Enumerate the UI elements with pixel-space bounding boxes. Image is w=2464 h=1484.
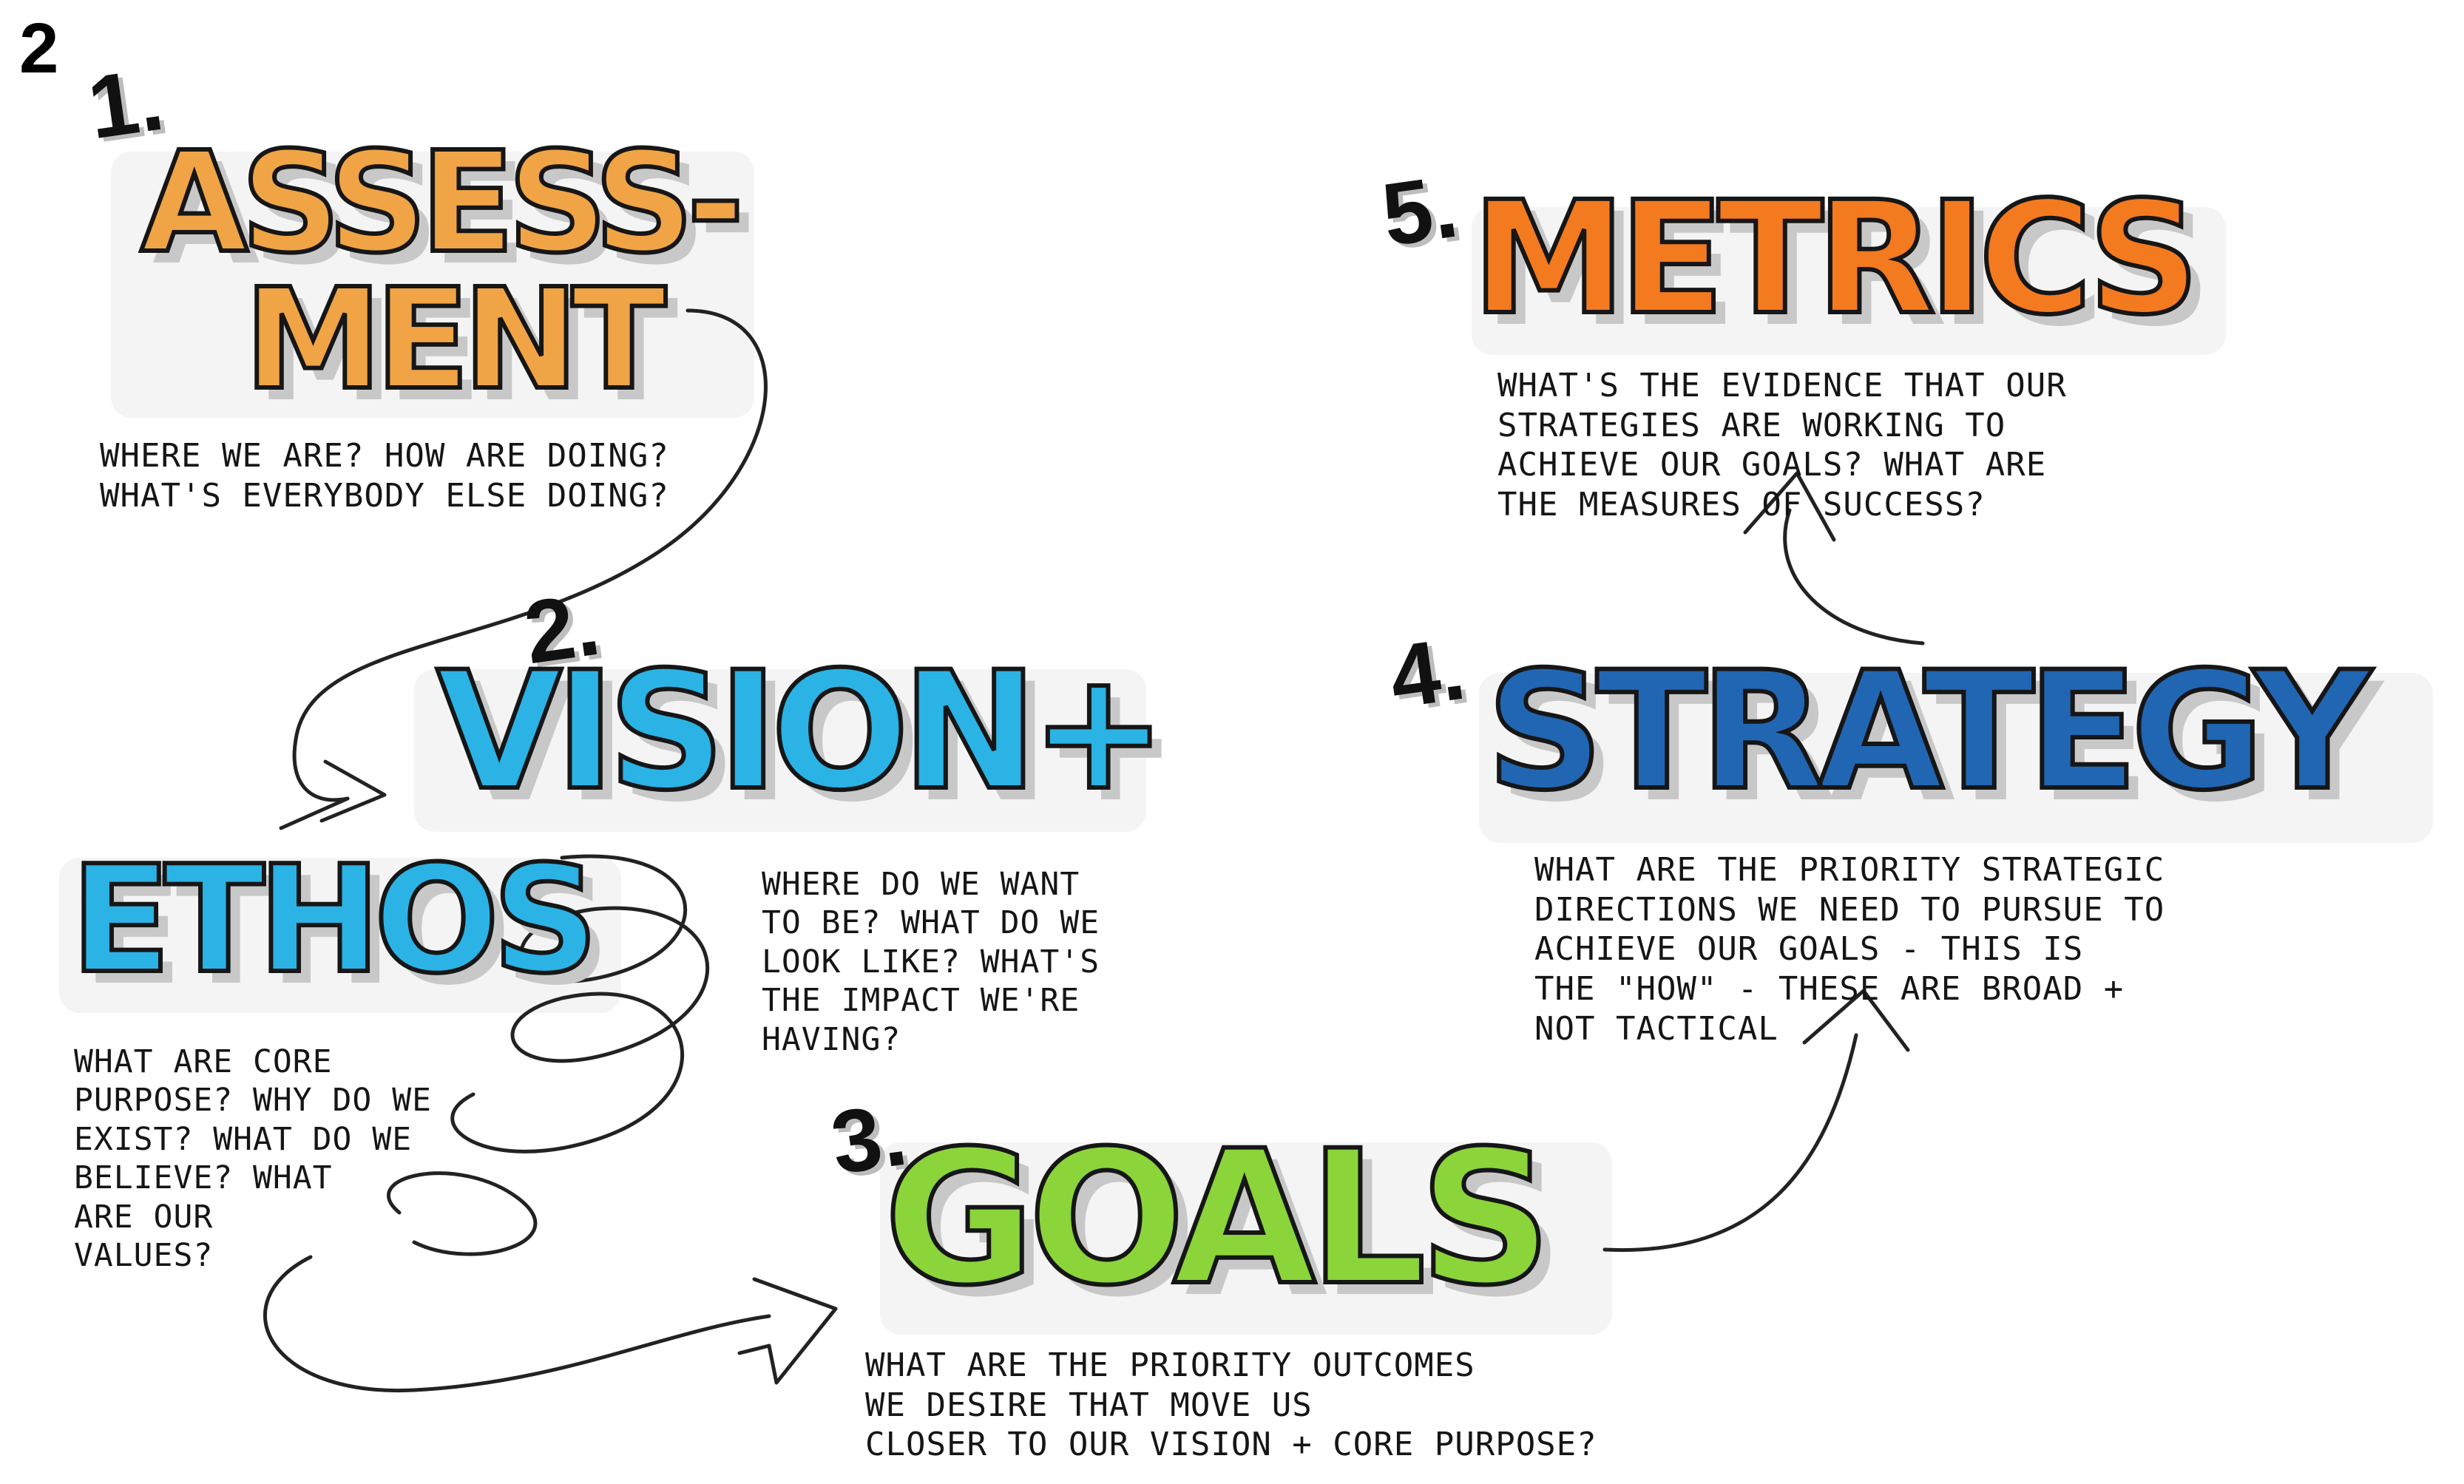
vision-description: WHERE DO WE WANT TO BE? WHAT DO WE LOOK … (762, 866, 1100, 1058)
figure-number: 2 (19, 9, 59, 88)
assessment-title-line-1: ASSESS- (138, 122, 747, 284)
goals-shadow (880, 1142, 1612, 1335)
arrow-ethos-to-goals-icon (263, 1255, 771, 1393)
step-5-number: 5. (1376, 156, 1463, 265)
scribble-loop-icon (450, 854, 710, 1153)
ethos-title: ETHOS (68, 834, 600, 1006)
ethos-description: WHAT ARE CORE PURPOSE? WHY DO WE EXIST? … (74, 1043, 432, 1275)
strategy-shadow (1479, 673, 2433, 843)
arrow-goals-to-strategy-icon (1602, 1033, 1858, 1253)
scribble-loop-2-icon (387, 1171, 538, 1256)
goals-title: GOALS (881, 1111, 1554, 1326)
assessment-title-line-2: MENT (242, 259, 669, 421)
metrics-title: METRICS (1469, 168, 2202, 349)
vision-shadow (414, 669, 1146, 832)
vision-title: VISION+ (434, 637, 1169, 826)
step-4-number: 4. (1384, 618, 1471, 728)
metrics-shadow (1472, 207, 2226, 355)
assessment-shadow (111, 152, 754, 418)
strategy-title: STRATEGY (1484, 637, 2374, 826)
arrow-head-goals-icon (737, 1277, 838, 1385)
arrow-head-strategy-icon (1802, 989, 1910, 1052)
arrow-strategy-to-metrics-icon (1783, 508, 1925, 646)
assessment-description: WHERE WE ARE? HOW ARE DOING? WHAT'S EVER… (100, 437, 669, 515)
strategy-description: WHAT ARE THE PRIORITY STRATEGIC DIRECTIO… (1534, 851, 2165, 1048)
arrow-assessment-to-vision-icon (292, 308, 768, 802)
metrics-description: WHAT'S THE EVIDENCE THAT OUR STRATEGIES … (1497, 367, 2067, 524)
arrow-head-metrics-icon (1743, 471, 1836, 542)
goals-description: WHAT ARE THE PRIORITY OUTCOMES WE DESIRE… (865, 1346, 1597, 1464)
arrow-head-vision-icon (279, 759, 387, 830)
